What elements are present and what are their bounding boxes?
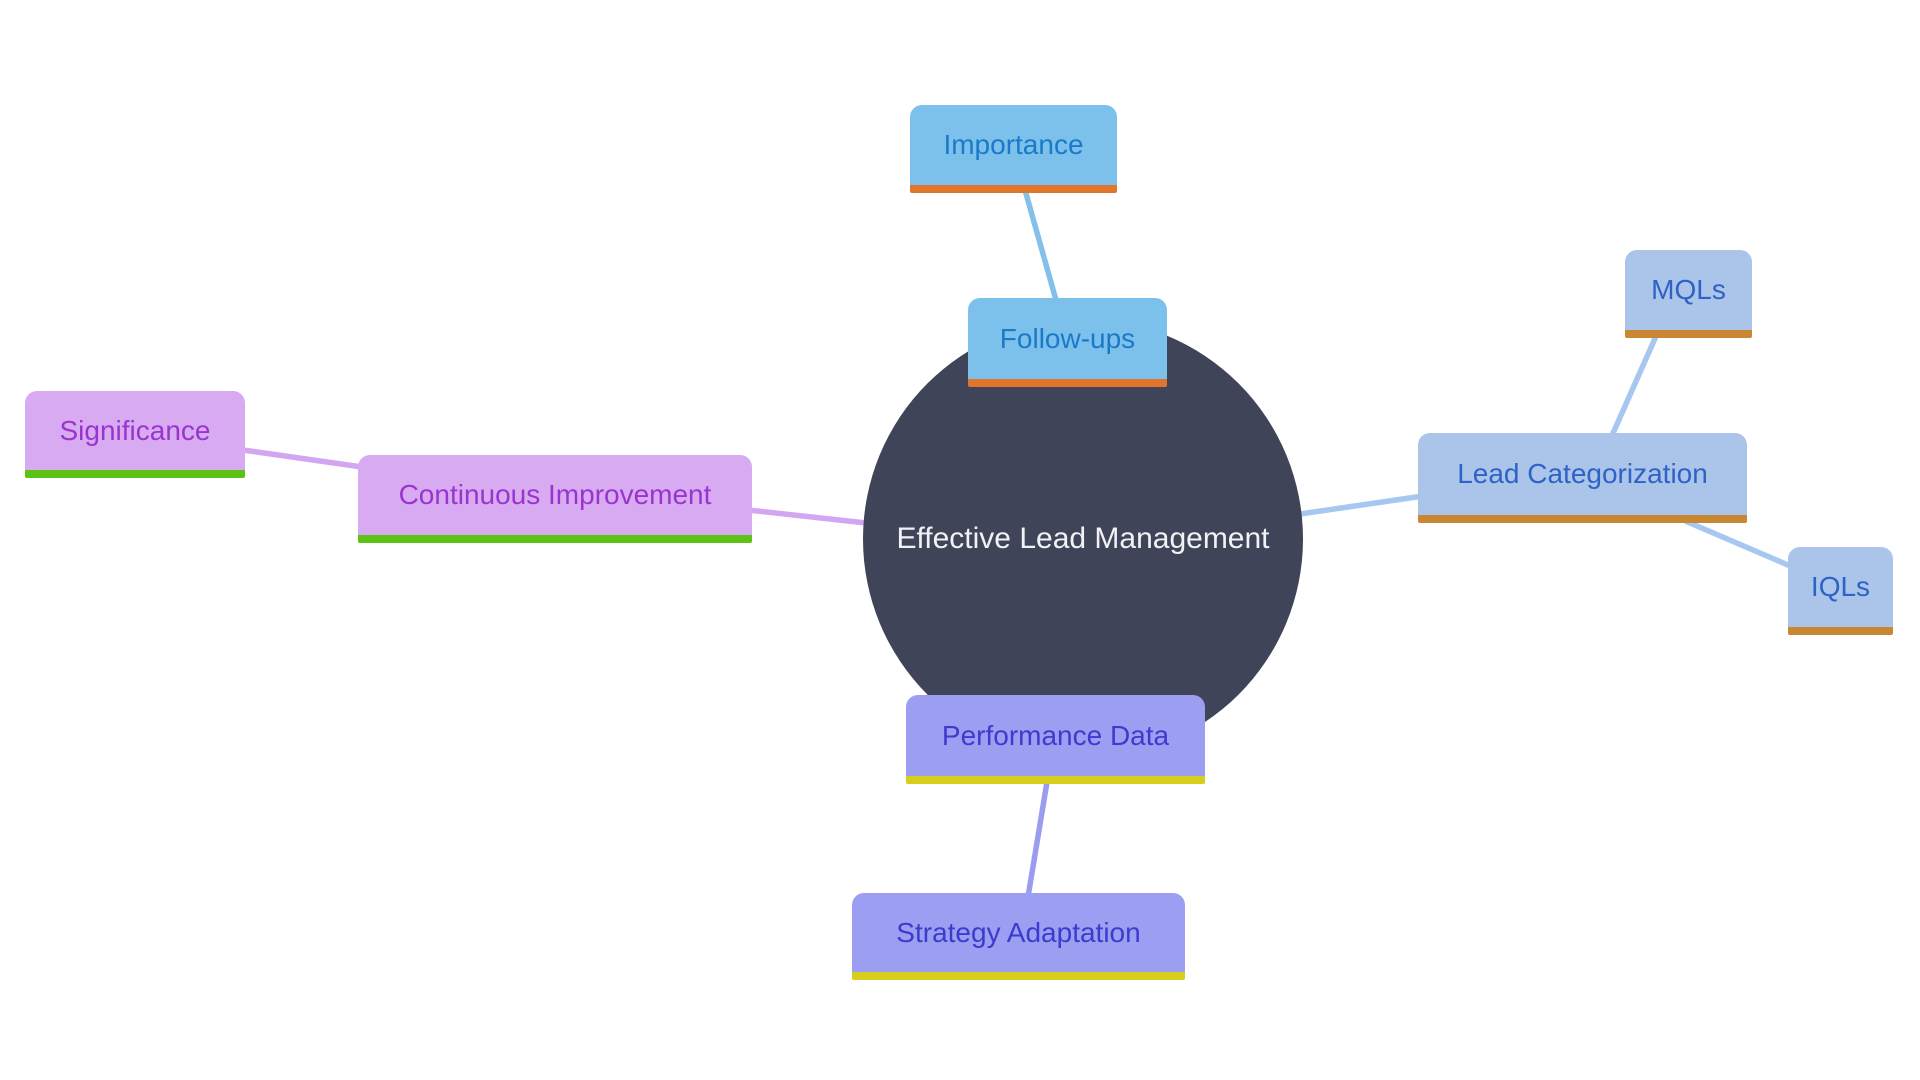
center-node-label: Effective Lead Management	[896, 522, 1270, 555]
edge-lead-categorization-iqls	[1681, 517, 1797, 571]
node-strategy-adaptation-label: Strategy Adaptation	[896, 916, 1141, 948]
node-lead-categorization: Lead Categorization	[1418, 433, 1747, 523]
node-iqls: IQLs	[1788, 547, 1893, 635]
node-follow-ups: Follow-ups	[968, 298, 1167, 387]
node-continuous-improvement-label: Continuous Improvement	[398, 479, 712, 510]
edge-center-lead-categorization	[1299, 492, 1431, 517]
node-follow-ups-label: Follow-ups	[999, 322, 1136, 354]
node-mqls-label: MQLs	[1651, 274, 1726, 305]
node-iqls-label: IQLs	[1810, 571, 1871, 602]
node-continuous-improvement: Continuous Improvement	[358, 455, 752, 543]
node-importance: Importance	[910, 105, 1117, 193]
node-mqls: MQLs	[1625, 250, 1752, 338]
edge-significance-continuous-improvement	[242, 447, 363, 470]
center-node-effective-lead-management: Effective Lead Management	[863, 319, 1303, 759]
edge-performance-data-strategy-adaptation	[1025, 781, 1050, 898]
node-significance-label: Significance	[59, 414, 211, 446]
node-significance: Significance	[25, 391, 245, 478]
edge-importance-follow-ups	[1022, 189, 1059, 301]
edge-lead-categorization-mqls	[1607, 332, 1660, 442]
node-lead-categorization-label: Lead Categorization	[1457, 458, 1708, 489]
node-strategy-adaptation: Strategy Adaptation	[852, 893, 1185, 980]
node-performance-data-label: Performance Data	[941, 719, 1170, 751]
node-performance-data: Performance Data	[906, 695, 1205, 784]
edge-continuous-improvement-center	[747, 507, 876, 527]
node-importance-label: Importance	[943, 129, 1084, 160]
